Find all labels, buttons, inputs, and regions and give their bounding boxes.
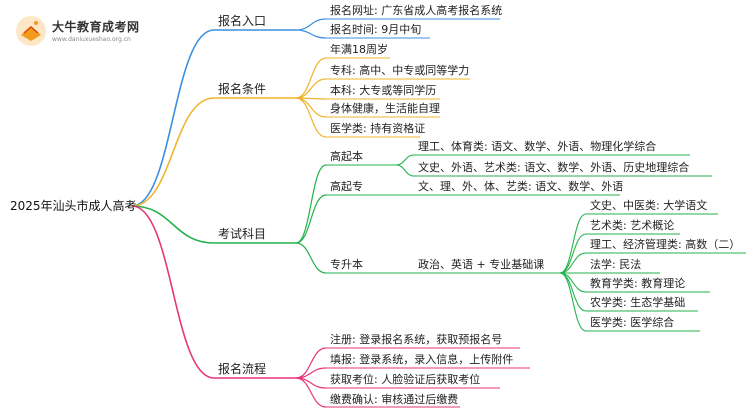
logo-title: 大牛教育成考网 — [52, 20, 140, 34]
root-topic: 2025年汕头市成人高考 — [10, 199, 137, 213]
link-condition-item — [295, 78, 327, 99]
link-gqb-item — [395, 154, 415, 166]
entry-item: 报名时间: 9月中旬 — [330, 23, 422, 36]
book-logo-icon — [16, 16, 46, 46]
condition-item: 专科: 高中、中专或同等学力 — [330, 64, 470, 77]
process-item: 获取考位: 人脸验证后获取考位 — [330, 373, 481, 386]
branch-subjects: 考试科目 — [218, 227, 267, 241]
link-condition-item — [295, 97, 327, 138]
zsb-item: 文史、中医类: 大学语文 — [590, 199, 708, 212]
link-entry-item — [295, 18, 327, 31]
link-subjects-zsb — [295, 242, 327, 274]
entry-item: 报名网址: 广东省成人高考报名系统 — [330, 4, 503, 17]
gqb-item: 理工、体育类: 语文、数学、外语、物理化学综合 — [418, 140, 657, 153]
link-condition-item — [295, 97, 327, 118]
site-logo: 大牛教育成考网 www.daniuxueshao.org.cn — [12, 12, 162, 52]
link-process-item — [295, 377, 327, 408]
link-zsb-item — [559, 272, 587, 312]
condition-item: 身体健康，生活能自理 — [330, 102, 440, 115]
process-item: 注册: 登录报名系统，获取预报名号 — [330, 333, 503, 346]
subject-zsb: 专升本 — [330, 258, 363, 271]
link-condition-item — [295, 57, 327, 99]
zsb-item: 医学类: 医学综合 — [590, 316, 675, 329]
link-zsb-item — [559, 213, 587, 274]
link-subjects-gqb — [295, 164, 327, 244]
link-zsb-item — [559, 252, 587, 274]
branch-process: 报名流程 — [218, 362, 267, 376]
condition-item: 本科: 大专或等同学历 — [330, 84, 437, 97]
link-process-item — [295, 347, 327, 379]
condition-item: 年满18周岁 — [330, 43, 388, 56]
zsb-item: 农学类: 生态学基础 — [590, 296, 686, 309]
zsb-item: 理工、经济管理类: 高数（二） — [590, 238, 741, 251]
link-entry-item — [295, 29, 327, 39]
zsb-common: 政治、英语 + 专业基础课 — [418, 258, 545, 271]
subject-gqz: 高起专 — [330, 180, 363, 193]
link-root-conditions — [131, 97, 215, 207]
link-root-subjects — [131, 205, 215, 244]
subject-gqb: 高起本 — [330, 150, 363, 163]
zsb-item: 教育学类: 教育理论 — [590, 277, 686, 290]
link-zsb-item — [559, 272, 587, 332]
link-zsb-item — [559, 233, 587, 274]
zsb-item: 艺术类: 艺术概论 — [590, 219, 675, 232]
gqz-item: 文、理、外、体、艺类: 语文、数学、外语 — [418, 180, 624, 193]
link-root-process — [131, 205, 215, 379]
condition-item: 医学类: 持有资格证 — [330, 122, 426, 135]
logo-url: www.daniuxueshao.org.cn — [52, 36, 131, 43]
branch-entry: 报名入口 — [218, 14, 267, 28]
gqb-item: 文史、外语、艺术类: 语文、数学、外语、历史地理综合 — [418, 161, 690, 174]
branch-conditions: 报名条件 — [218, 82, 267, 96]
zsb-item: 法学: 民法 — [590, 258, 642, 271]
process-item: 填报: 登录系统，录入信息，上传附件 — [330, 353, 514, 366]
link-gqb-item — [395, 164, 415, 177]
process-item: 缴费确认: 审核通过后缴费 — [330, 393, 459, 406]
link-subjects-gqz — [295, 194, 327, 244]
link-root-entry — [131, 29, 215, 207]
